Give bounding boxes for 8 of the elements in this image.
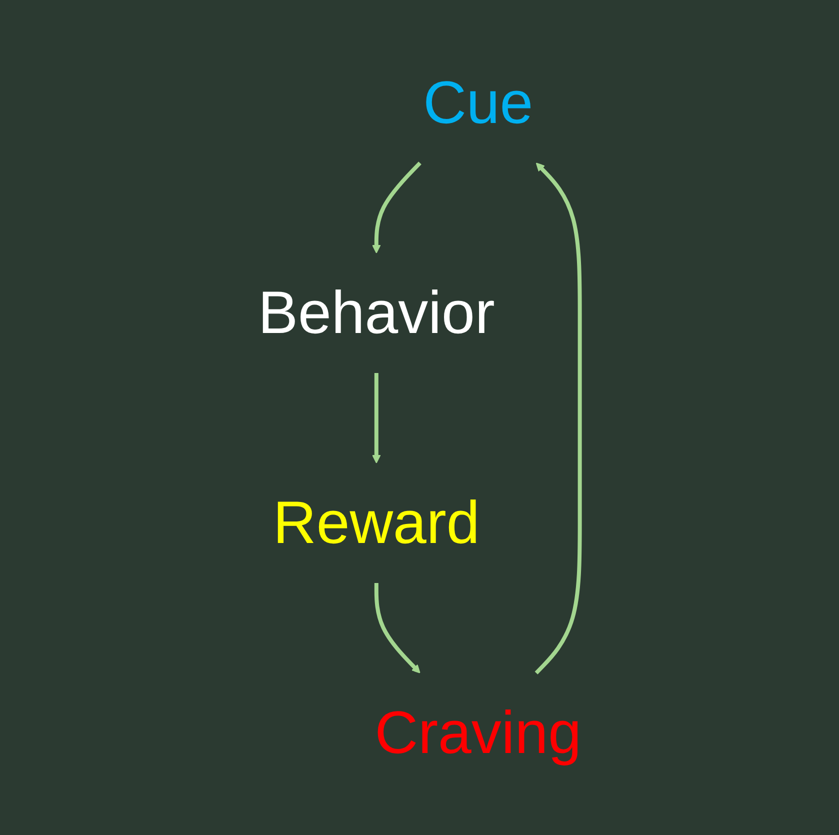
- node-text: Behavior: [258, 278, 495, 346]
- node-text: Cue: [422, 68, 533, 136]
- node-text: Craving: [374, 698, 582, 766]
- arrow: [372, 161, 422, 253]
- node-text: Reward: [272, 488, 480, 556]
- arrow: [374, 582, 420, 673]
- arrow: [534, 162, 582, 674]
- arrow: [372, 372, 381, 463]
